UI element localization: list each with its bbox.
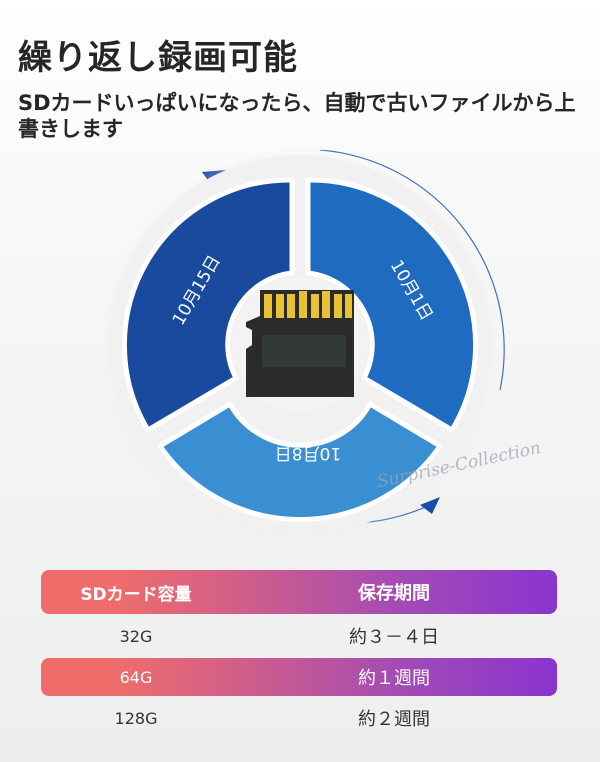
header-period: 保存期間 (358, 583, 430, 604)
page-title: 繰り返し録画可能 (18, 38, 298, 78)
page-subtitle: SDカードいっぱいになったら、自動で古いファイルから上書きします (18, 91, 576, 141)
segment-10-15 (121, 177, 295, 433)
period-cell: 約２週間 (358, 709, 430, 730)
segment-10-1 (305, 177, 479, 433)
segment-10-8 (157, 401, 443, 522)
microsd-card-icon (246, 290, 354, 397)
period-cell: 約３－４日 (349, 627, 439, 648)
capacity-cell: 32G (119, 626, 153, 646)
capacity-cell: 64G (119, 667, 153, 687)
table-header: SDカード容量 保存期間 (41, 570, 557, 614)
storage-table: SDカード容量 保存期間 32G 約３－４日 64G 約１週間 128G 約２週… (41, 570, 557, 740)
table-row: 32G 約３－４日 (41, 614, 557, 658)
capacity-cell: 128G (114, 708, 158, 728)
period-cell: 約１週間 (358, 668, 430, 689)
table-row: 64G 約１週間 (41, 658, 557, 696)
segment-label-10-8: 10月8日 (275, 443, 341, 463)
header-capacity: SDカード容量 (80, 584, 192, 605)
arrow-head-bottom-icon (420, 497, 440, 514)
table-row: 128G 約２週間 (41, 696, 557, 740)
loop-recording-diagram: 10月15日 10月1日 10月8日 Surprise-Collection (0, 145, 600, 560)
